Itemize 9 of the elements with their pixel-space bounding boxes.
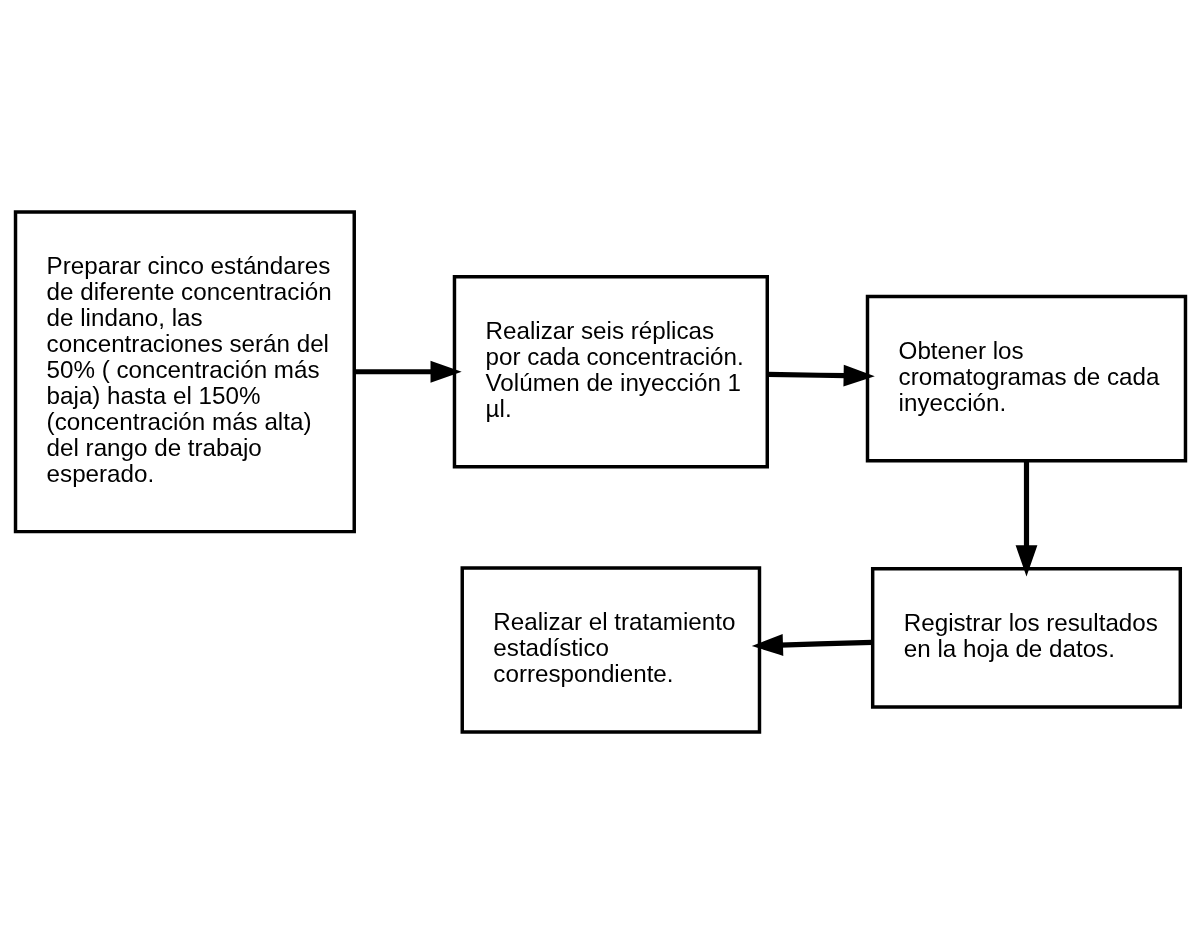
arrow [751,634,873,656]
node-box: Preparar cinco estándares de diferente concentración de lindano, las concentraciones serán del 50% ( concentración más baja) hasta el 150% (concentración más alta) del rango de trabajo esperado. [13,210,356,534]
node-box: Obtener los cromatogramas de cada inyección. [865,294,1188,463]
arrow [1015,461,1038,577]
node-box: Realizar el tratamiento estadístico correspondiente. [460,566,762,734]
node-box: Realizar seis réplicas por cada concentración. Volúmen de inyección 1 µl. [452,275,769,469]
arrow [354,360,462,383]
arrow [767,364,875,387]
node-box: Registrar los resultados en la hoja de datos. [870,567,1183,709]
